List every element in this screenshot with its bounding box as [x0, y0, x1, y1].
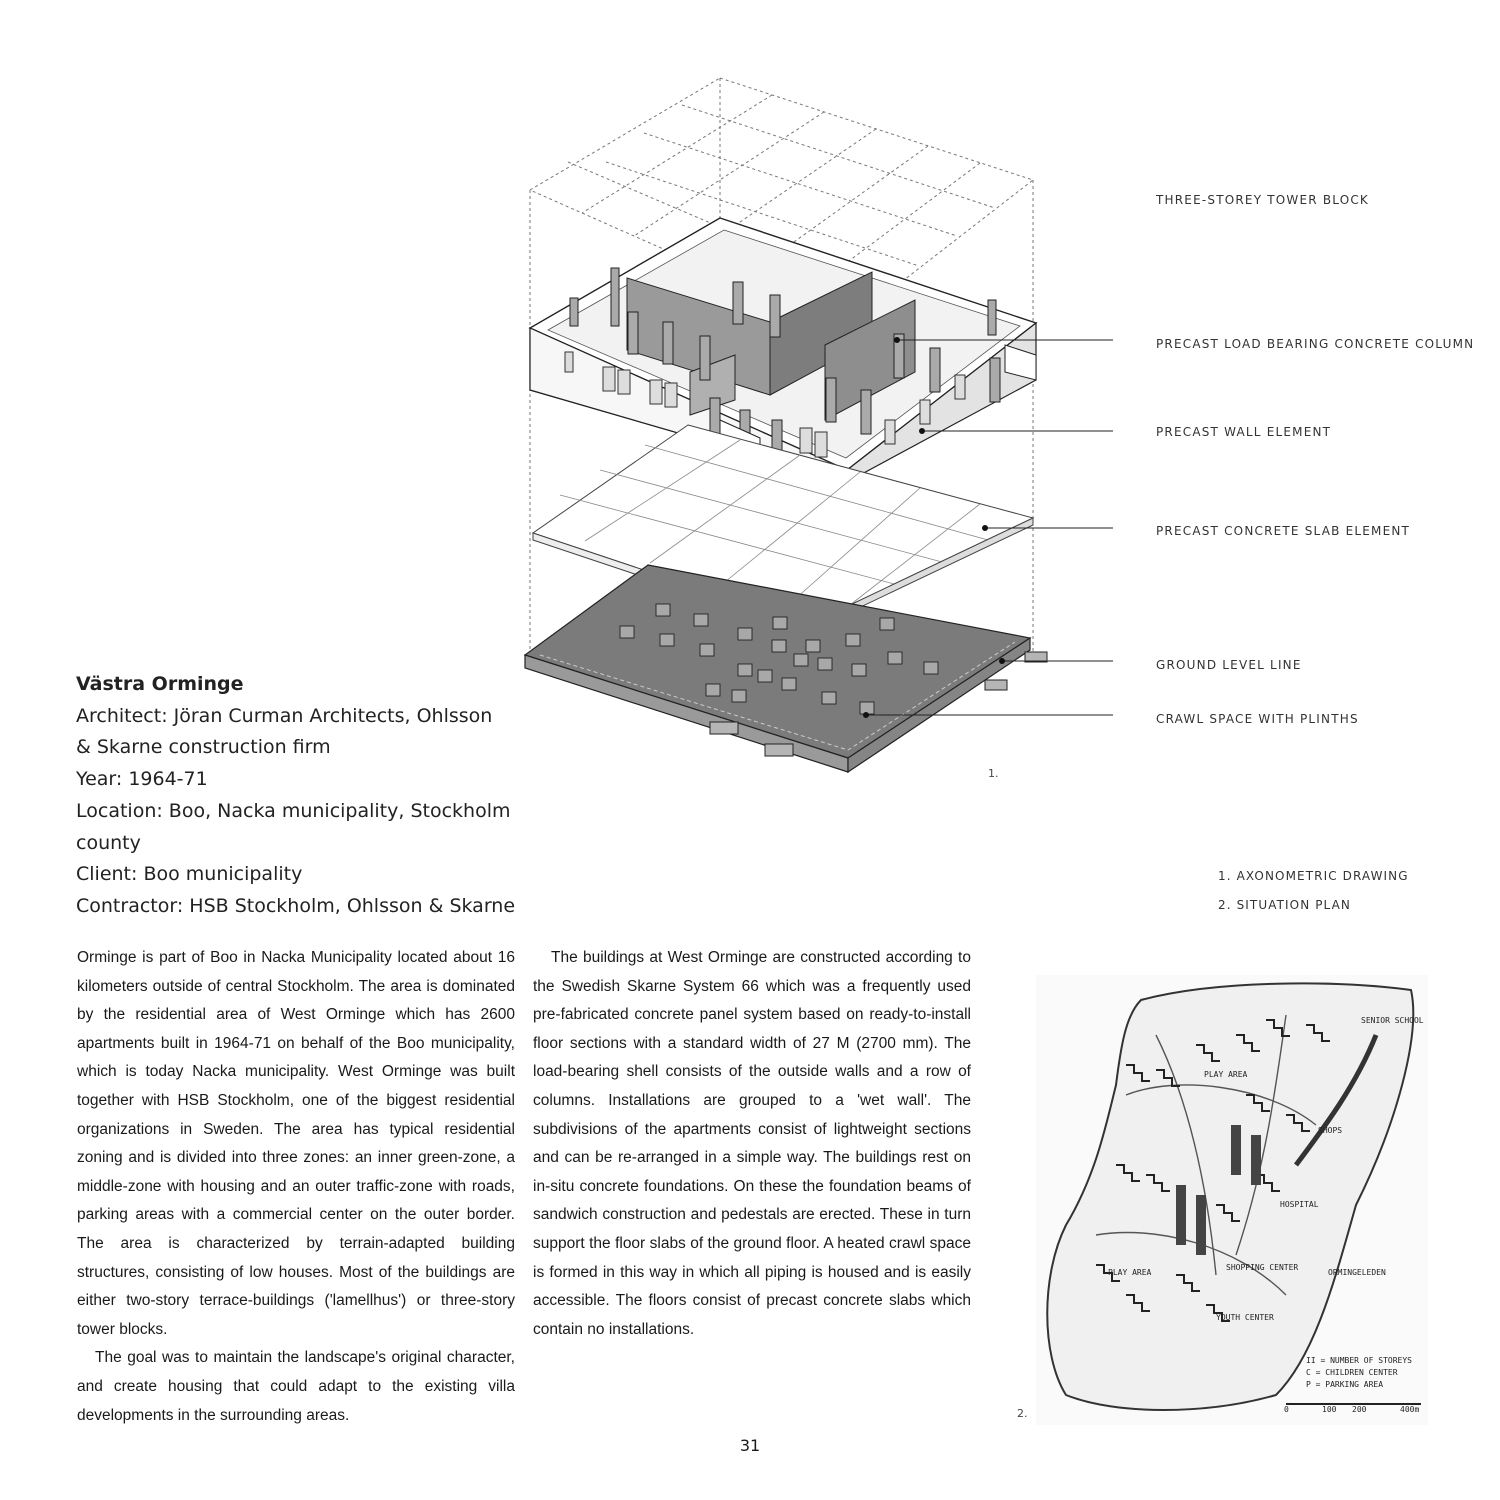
- plan-label-play2: PLAY AREA: [1108, 1268, 1152, 1277]
- project-location: Location: Boo, Nacka municipality, Stock…: [76, 799, 511, 822]
- body-paragraph: The goal was to maintain the landscape's…: [77, 1349, 515, 1424]
- project-contractor: Contractor: HSB Stockholm, Ohlsson & Ska…: [76, 894, 516, 917]
- leader-dot: [982, 525, 988, 531]
- label-wall-element: PRECAST WALL ELEMENT: [1156, 425, 1332, 439]
- leader-lines: [866, 339, 1113, 716]
- project-title: Västra Orminge: [76, 673, 244, 695]
- project-architect-cont: & Skarne construction firm: [76, 736, 331, 759]
- leader-dot: [919, 428, 925, 434]
- building-storey: [528, 217, 1038, 484]
- body-paragraph: The buildings at West Orminge are constr…: [533, 949, 971, 1338]
- plan-scale-tick: 0: [1284, 1405, 1289, 1414]
- caption-situation-plan: 2. SITUATION PLAN: [1218, 898, 1351, 912]
- label-tower-block: THREE-STOREY TOWER BLOCK: [1156, 193, 1370, 207]
- situation-plan: PLAY AREA PLAY AREA SENIOR SCHOOL SHOPS …: [1036, 975, 1428, 1425]
- plan-label-center: SHOPPING CENTER: [1226, 1263, 1298, 1272]
- foundation-crawl-space: [523, 564, 1048, 774]
- plan-label-road: ORMINGELEDEN: [1328, 1268, 1386, 1277]
- plan-label-school: SENIOR SCHOOL: [1361, 1016, 1424, 1025]
- body-column-1: Orminge is part of Boo in Nacka Municipa…: [77, 944, 515, 1430]
- caption-axonometric: 1. AXONOMETRIC DRAWING: [1218, 869, 1409, 883]
- body-paragraph: Orminge is part of Boo in Nacka Municipa…: [77, 949, 515, 1338]
- plan-scale-tick: 400m: [1400, 1405, 1419, 1414]
- project-client: Client: Boo municipality: [76, 863, 303, 886]
- leader-dot: [863, 712, 869, 718]
- figure-number-1: 1.: [988, 767, 999, 780]
- figure-number-2: 2.: [1017, 1407, 1028, 1420]
- plan-label-shops: SHOPS: [1318, 1126, 1342, 1135]
- plan-label-play1: PLAY AREA: [1204, 1070, 1248, 1079]
- plan-legend-parking: P = PARKING AREA: [1306, 1380, 1383, 1389]
- project-location-cont: county: [76, 831, 141, 854]
- body-column-2: The buildings at West Orminge are constr…: [533, 944, 971, 1344]
- plan-scale-tick: 200: [1352, 1405, 1367, 1414]
- axonometric-drawing: [523, 77, 1113, 774]
- project-architect: Architect: Jöran Curman Architects, Ohls…: [76, 704, 493, 727]
- leader-dot: [999, 658, 1005, 664]
- project-info: Västra Orminge Architect: Jöran Curman A…: [76, 669, 516, 923]
- plan-label-youth: YOUTH CENTER: [1216, 1313, 1274, 1322]
- label-slab-element: PRECAST CONCRETE SLAB ELEMENT: [1156, 524, 1411, 538]
- plan-legend-storeys: II = NUMBER OF STOREYS: [1306, 1356, 1412, 1365]
- label-ground-level: GROUND LEVEL LINE: [1156, 658, 1302, 672]
- plan-legend-children: C = CHILDREN CENTER: [1306, 1368, 1398, 1377]
- plan-scale-tick: 100: [1322, 1405, 1337, 1414]
- page-number: 31: [739, 1436, 761, 1455]
- leader-dot: [894, 337, 900, 343]
- label-crawl-space: CRAWL SPACE WITH PLINTHS: [1156, 712, 1359, 726]
- label-concrete-column: PRECAST LOAD BEARING CONCRETE COLUMN: [1156, 337, 1475, 351]
- project-year: Year: 1964-71: [76, 768, 208, 791]
- plan-label-hospital: HOSPITAL: [1280, 1200, 1319, 1209]
